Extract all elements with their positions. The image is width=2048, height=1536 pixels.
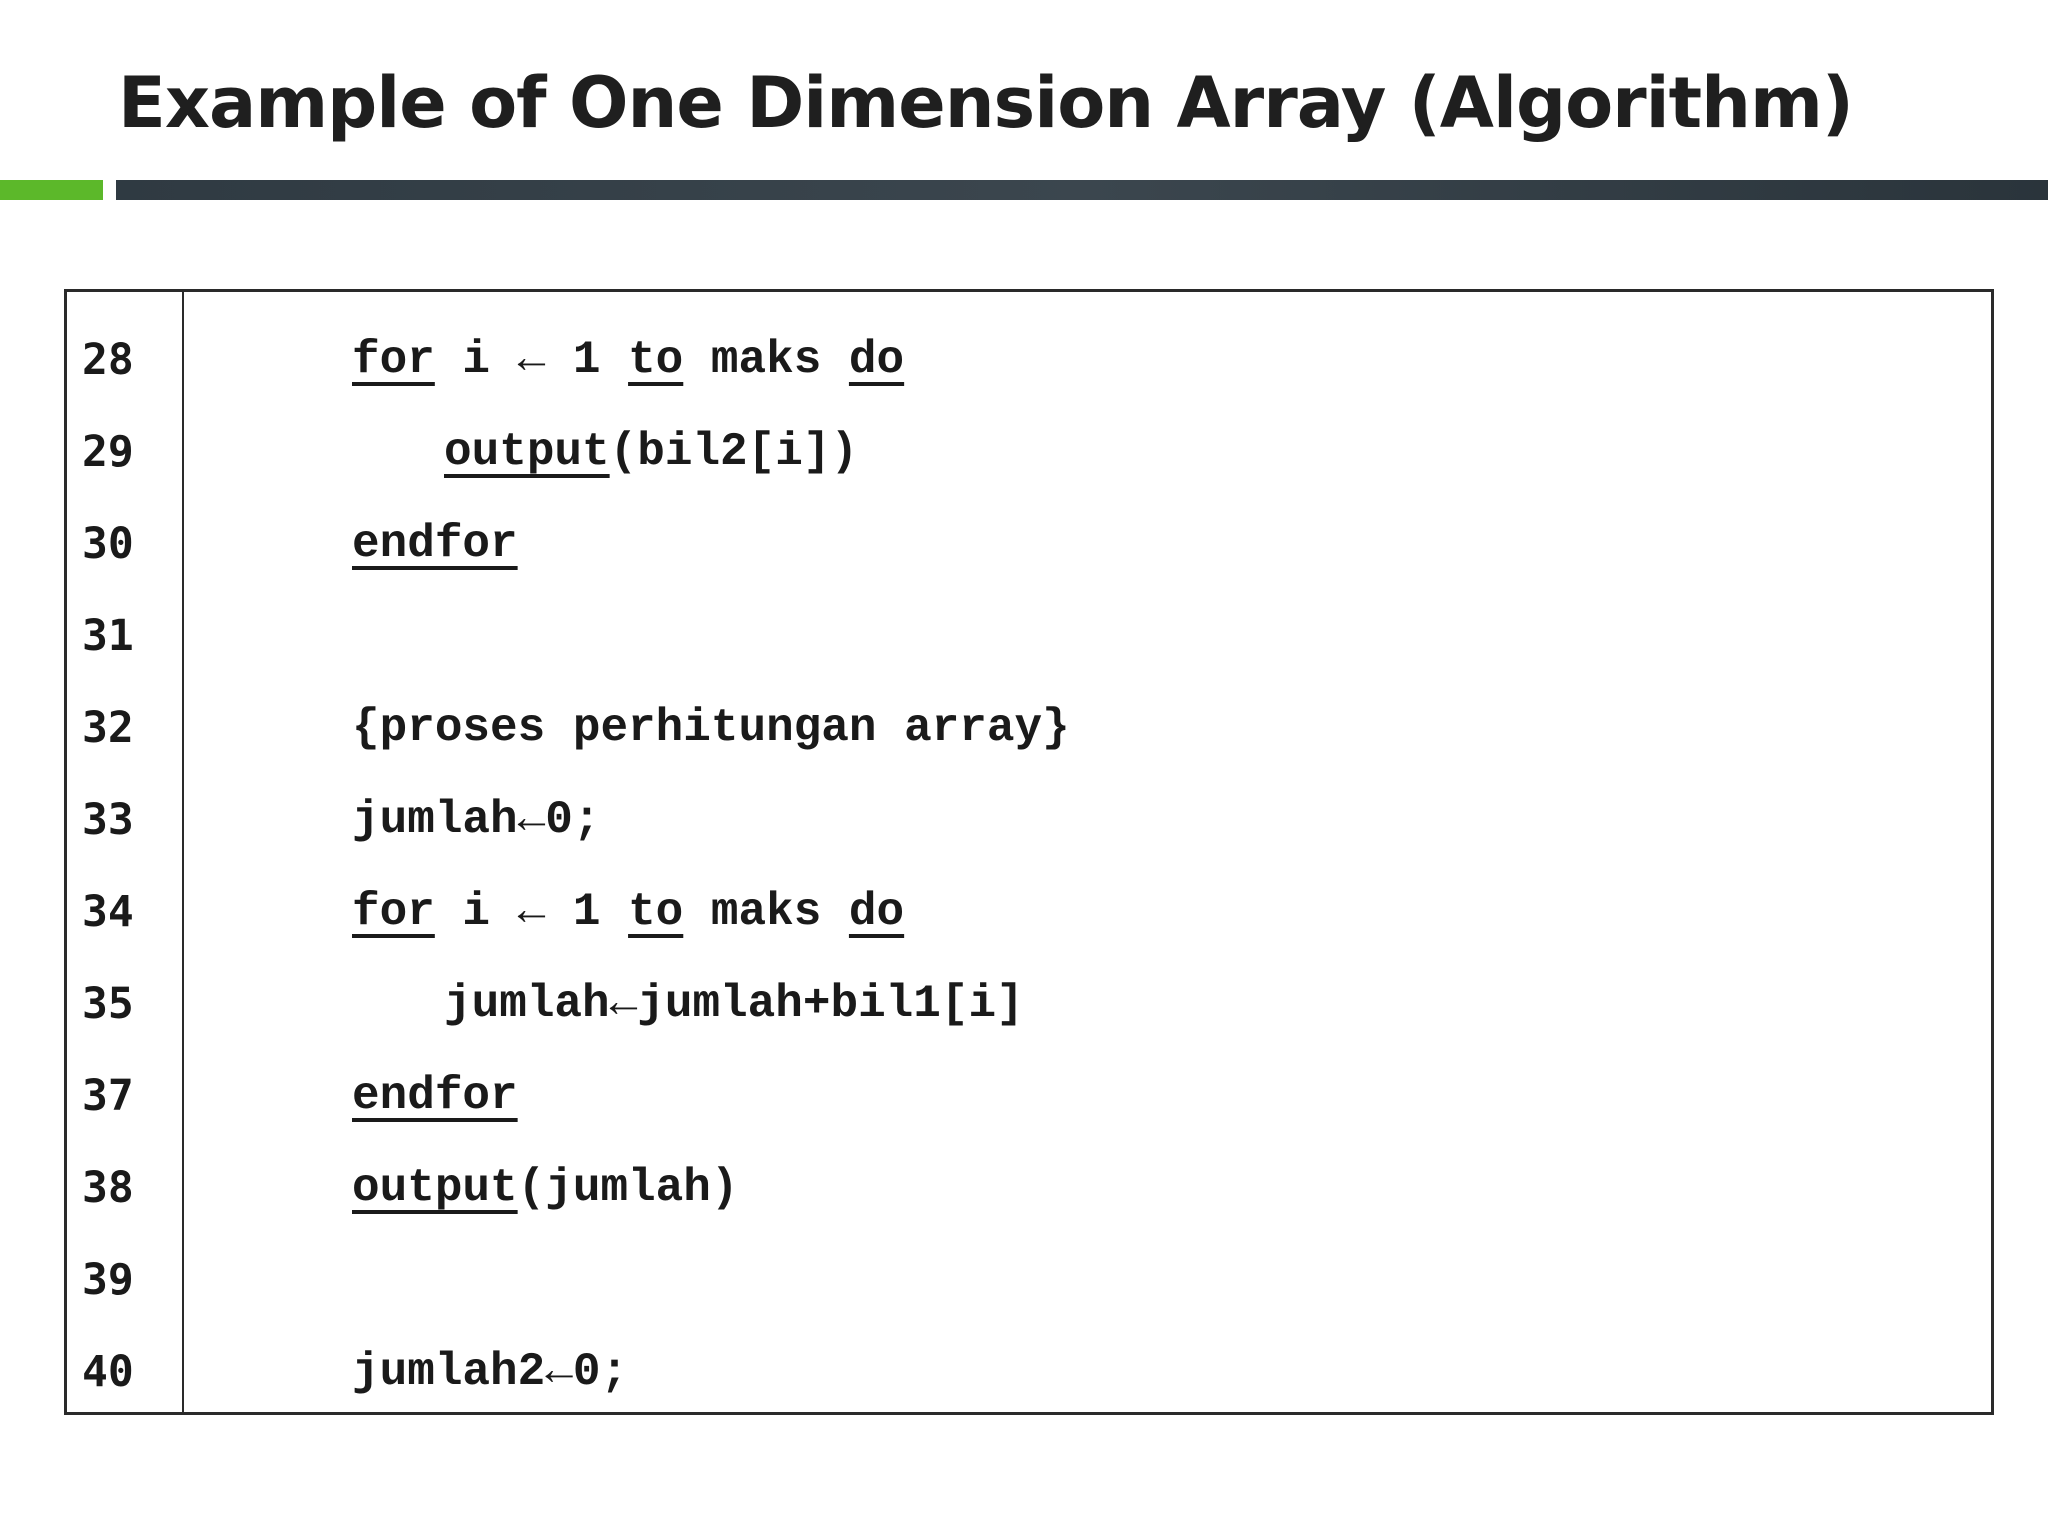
- code-token: i ← 1: [434, 886, 629, 938]
- code-text: endfor: [352, 1050, 518, 1142]
- line-number: 40: [82, 1347, 134, 1397]
- code-token: jumlah←jumlah+bil1[i]: [444, 978, 1024, 1030]
- code-token: jumlah2←0;: [352, 1346, 629, 1398]
- code-text: {proses perhitungan array}: [352, 682, 1070, 774]
- line-number: 29: [82, 427, 134, 477]
- line-number-divider: [182, 292, 184, 1412]
- code-token: {proses perhitungan array}: [352, 702, 1070, 754]
- title-accent-bar-green: [0, 180, 103, 200]
- line-number: 39: [82, 1255, 134, 1305]
- code-line: 38 output(jumlah): [67, 1142, 1991, 1234]
- code-token: jumlah←0;: [352, 794, 601, 846]
- code-line: 29 output(bil2[i]): [67, 406, 1991, 498]
- line-number: 33: [82, 795, 134, 845]
- line-number: 35: [82, 979, 134, 1029]
- code-keyword: output: [352, 1162, 518, 1214]
- code-keyword: endfor: [352, 518, 518, 570]
- code-text: jumlah←0;: [352, 774, 600, 866]
- code-keyword: do: [848, 886, 905, 938]
- code-keyword: do: [848, 334, 905, 386]
- code-text: for i ← 1 to maks do: [352, 866, 904, 958]
- code-token: i ← 1: [434, 334, 629, 386]
- code-keyword: output: [444, 426, 610, 478]
- code-line: 30 endfor: [67, 498, 1991, 590]
- code-line: 32 {proses perhitungan array}: [67, 682, 1991, 774]
- slide-title: Example of One Dimension Array (Algorith…: [118, 62, 1854, 144]
- line-number: 32: [82, 703, 134, 753]
- code-keyword: endfor: [352, 1070, 518, 1122]
- code-text: output(jumlah): [352, 1142, 738, 1234]
- line-number: 34: [82, 887, 134, 937]
- code-keyword: for: [352, 886, 435, 938]
- code-text: jumlah2←0;: [352, 1326, 628, 1418]
- code-line: 33 jumlah←0;: [67, 774, 1991, 866]
- code-keyword: for: [352, 334, 435, 386]
- code-text: endfor: [352, 498, 518, 590]
- code-line: 37 endfor: [67, 1050, 1991, 1142]
- code-text: jumlah←jumlah+bil1[i]: [444, 958, 1024, 1050]
- code-line: 39: [67, 1234, 1991, 1326]
- code-token: maks: [683, 334, 849, 386]
- code-line: 40 jumlah2←0;: [67, 1326, 1991, 1418]
- code-token: maks: [683, 886, 849, 938]
- title-accent-bar-dark: [116, 180, 2048, 200]
- line-number: 37: [82, 1071, 134, 1121]
- code-line: 35 jumlah←jumlah+bil1[i]: [67, 958, 1991, 1050]
- code-token: (jumlah): [517, 1162, 739, 1214]
- line-number: 28: [82, 335, 134, 385]
- code-line: 34 for i ← 1 to maks do: [67, 866, 1991, 958]
- code-text: output(bil2[i]): [444, 406, 858, 498]
- code-line: 28 for i ← 1 to maks do: [67, 314, 1991, 406]
- code-line: 31: [67, 590, 1991, 682]
- code-keyword: to: [628, 334, 684, 386]
- line-number: 30: [82, 519, 134, 569]
- code-text: for i ← 1 to maks do: [352, 314, 904, 406]
- code-token: (bil2[i]): [609, 426, 859, 478]
- line-number: 38: [82, 1163, 134, 1213]
- code-keyword: to: [628, 886, 684, 938]
- line-number: 31: [82, 611, 134, 661]
